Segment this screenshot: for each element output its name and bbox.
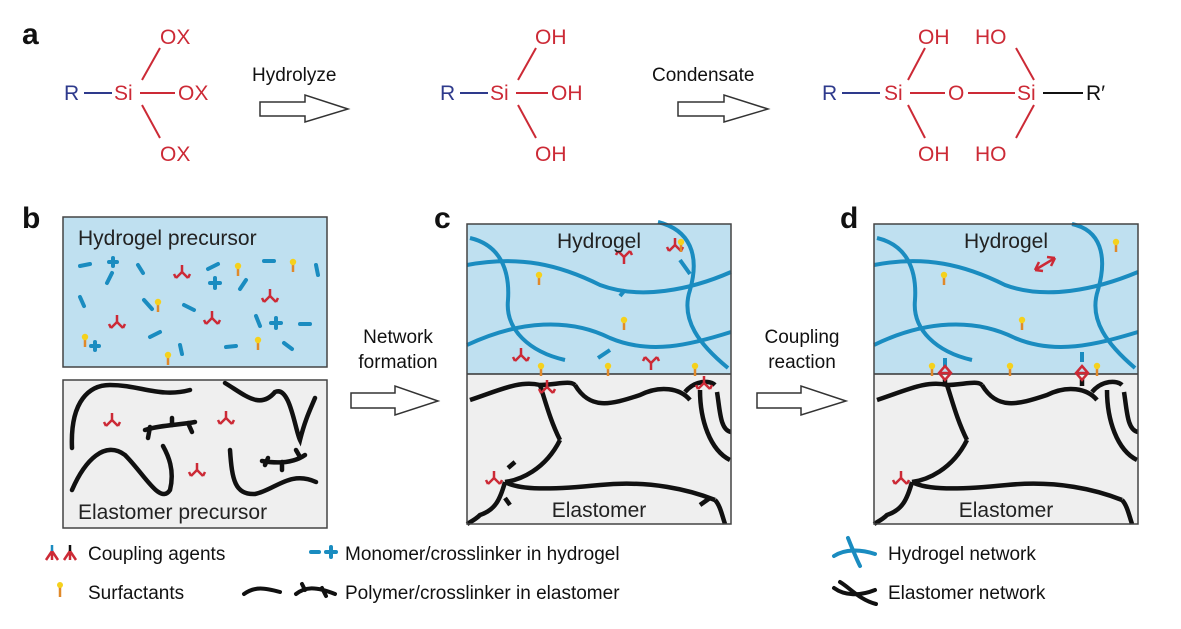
oh-group: OH <box>918 26 950 49</box>
coupling-agents-icon <box>44 545 78 561</box>
bond <box>1015 104 1035 139</box>
hydrogel-title: Hydrogel <box>557 230 641 253</box>
r-group: R <box>822 82 837 105</box>
si-ox-bond <box>141 47 161 81</box>
coupled-agents <box>937 255 1090 382</box>
hydrogel-network-icon <box>832 536 877 568</box>
panel-d: d <box>840 202 1139 526</box>
elastomer-precursor-box <box>62 379 328 529</box>
monomer-crosslinker-icon <box>309 545 338 559</box>
legend-polymer-elastomer: Polymer/crosslinker in elastomer <box>345 583 620 604</box>
si-oh-bond <box>517 104 537 139</box>
r-group: R <box>440 82 455 105</box>
elastomer-title: Elastomer <box>959 499 1054 522</box>
coupling-reaction-label-line1: Coupling <box>765 327 840 348</box>
si-atom: Si <box>1017 82 1036 105</box>
monomer-crosslinkers <box>78 256 320 356</box>
r-group: R <box>64 82 79 105</box>
hydrogel-precursor-title: Hydrogel precursor <box>78 227 257 250</box>
oh-group: OH <box>535 26 567 49</box>
panel-d-border <box>873 223 1139 525</box>
hydrogel-network <box>466 220 732 370</box>
hydrogel-title: Hydrogel <box>964 230 1048 253</box>
ox-group: OX <box>160 26 190 49</box>
panel-a: a R Si OX OX OX Hydrolyze R Si OH OH OH <box>22 18 1105 166</box>
oh-group: OH <box>918 143 950 166</box>
panel-label-d: d <box>840 202 858 235</box>
si-ox-bond <box>141 104 161 139</box>
polymer-crosslinker-icon <box>242 582 337 598</box>
elastomer-precursor-title: Elastomer precursor <box>78 501 267 524</box>
ho-group: HO <box>975 26 1007 49</box>
si-atom: Si <box>884 82 903 105</box>
surfactant-icon <box>57 582 63 597</box>
condensate-arrow-icon <box>677 93 771 124</box>
coupling-reaction-label-line2: reaction <box>768 352 836 373</box>
si-oh-bond <box>517 47 537 81</box>
coupling-reaction-arrow-icon <box>756 384 849 417</box>
bond <box>907 47 926 81</box>
r-prime-group: R′ <box>1086 82 1105 105</box>
legend: Coupling agents Surfactants Monomer/cros… <box>44 536 1046 606</box>
ox-group: OX <box>160 143 190 166</box>
panel-b: b Hydrogel precursor <box>22 202 328 529</box>
elastomer-network-icon <box>832 580 878 606</box>
network-formation-label-line2: formation <box>358 352 437 373</box>
si-atom: Si <box>114 82 133 105</box>
legend-elastomer-network: Elastomer network <box>888 583 1046 604</box>
bond <box>1015 47 1035 81</box>
network-formation-label-line1: Network <box>363 327 433 348</box>
panel-c-border <box>466 223 732 525</box>
oh-group: OH <box>535 143 567 166</box>
elastomer-network <box>872 378 1139 526</box>
ho-group: HO <box>975 143 1007 166</box>
panel-label-a: a <box>22 18 39 51</box>
bond <box>907 104 926 139</box>
hydrogel-network <box>873 222 1139 370</box>
ox-group: OX <box>178 82 208 105</box>
product-siloxane: R Si O Si R′ OH OH HO HO <box>822 26 1105 166</box>
reactant-silane: R Si OX OX OX <box>64 26 208 166</box>
network-formation-arrow-icon <box>350 384 441 417</box>
panel-label-c: c <box>434 202 451 235</box>
elastomer-network <box>465 379 732 526</box>
si-atom: Si <box>490 82 509 105</box>
bridging-oxygen: O <box>948 82 964 105</box>
oh-group: OH <box>551 82 583 105</box>
legend-hydrogel-network: Hydrogel network <box>888 544 1036 565</box>
panel-c: c <box>434 202 732 526</box>
panel-label-b: b <box>22 202 40 235</box>
legend-surfactants: Surfactants <box>88 583 184 604</box>
elastomer-chains <box>69 380 319 497</box>
legend-coupling-agents: Coupling agents <box>88 544 225 565</box>
legend-monomer-hydrogel: Monomer/crosslinker in hydrogel <box>345 544 620 565</box>
hydrolyze-arrow-icon <box>259 93 351 124</box>
condensate-label: Condensate <box>652 65 754 86</box>
elastomer-title: Elastomer <box>552 499 647 522</box>
hydrolyze-label: Hydrolyze <box>252 65 336 86</box>
intermediate-silanol: R Si OH OH OH <box>440 26 583 166</box>
